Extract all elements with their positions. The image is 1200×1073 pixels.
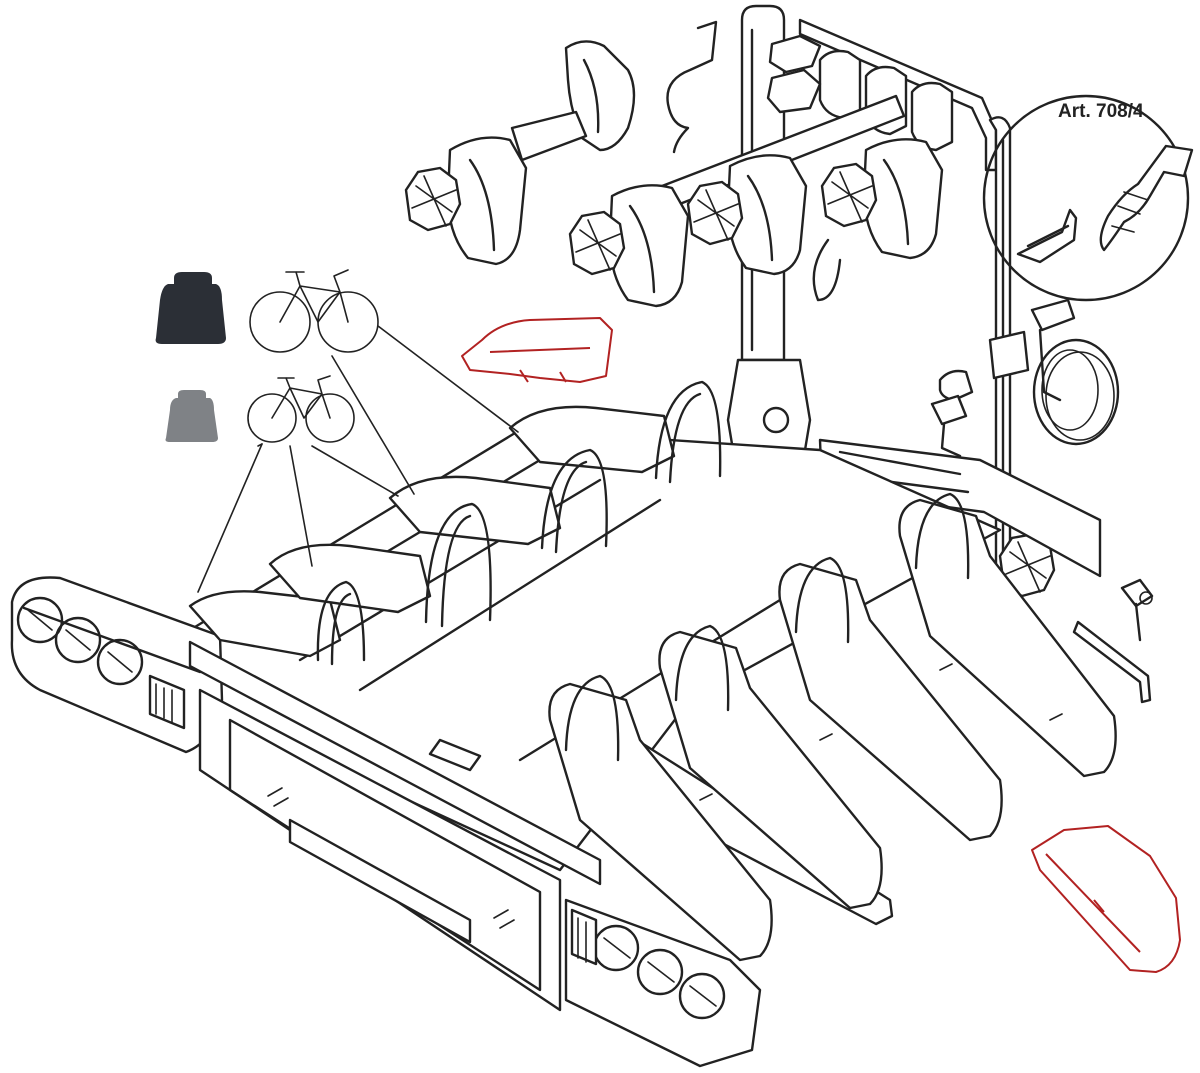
- allen-key: [1072, 620, 1152, 704]
- bicycle-icon: [247, 375, 355, 443]
- front-light-bar: [10, 576, 224, 754]
- red-part-top: [461, 317, 613, 383]
- bicycle-icon: [249, 269, 379, 353]
- red-part-bottom-detail: [1045, 853, 1141, 953]
- lighting-cable: [930, 298, 1120, 458]
- key: [1120, 578, 1154, 642]
- weight-heavy-icon: [155, 272, 226, 344]
- pointer-lines: [197, 325, 519, 593]
- arm-left: [404, 40, 636, 266]
- callout-label: Art. 708/4: [1058, 101, 1144, 122]
- loose-strap: [666, 20, 718, 154]
- weight-light-icon: [165, 390, 218, 442]
- arm-middle: [568, 94, 906, 308]
- red-part-bottom: [1031, 825, 1181, 973]
- red-part-top-detail: [489, 347, 591, 383]
- main-beam: [188, 640, 602, 1012]
- rear-light-bar: [564, 898, 762, 1068]
- wheel-holders-rear: [548, 492, 1117, 962]
- callout-circle: [982, 94, 1194, 302]
- wheel-trays-front: [188, 380, 722, 666]
- arm-right: [812, 138, 944, 302]
- knob-1: [404, 166, 462, 232]
